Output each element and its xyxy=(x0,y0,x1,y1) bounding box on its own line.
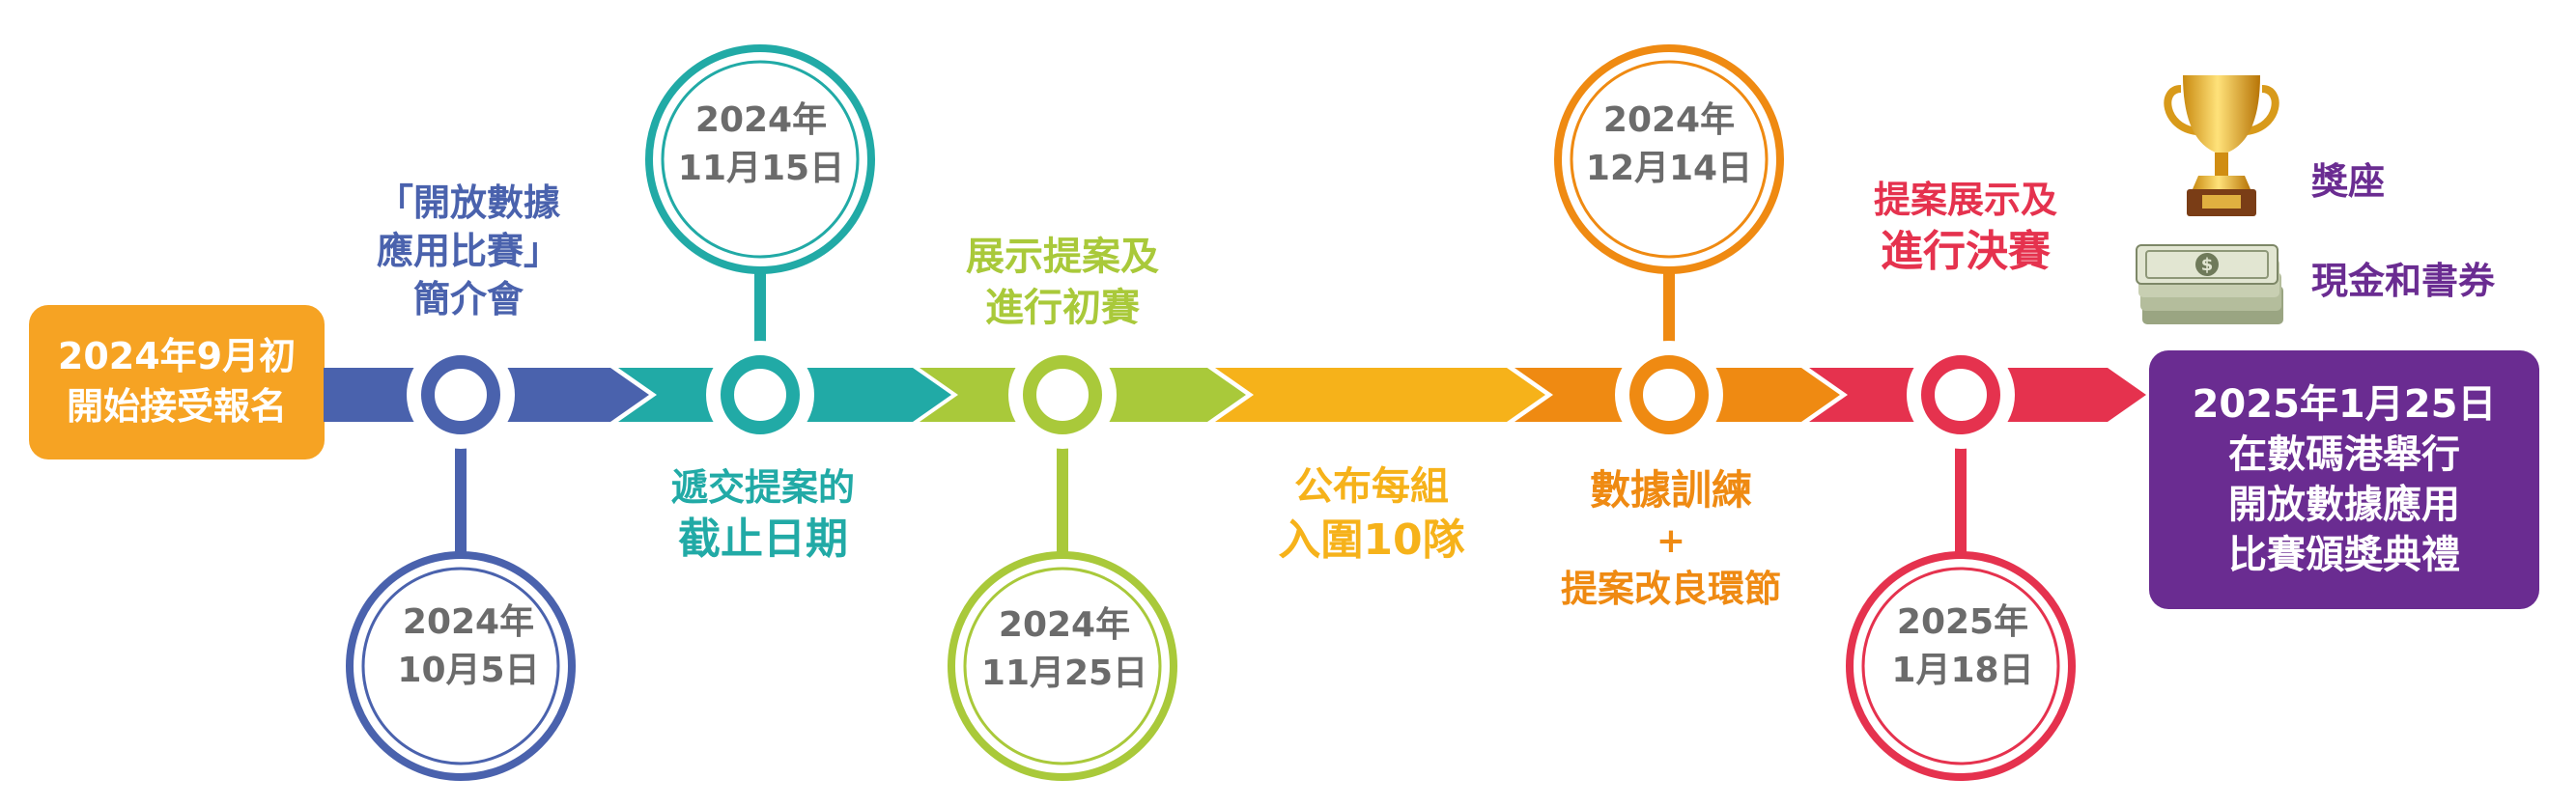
cash-stack-icon: $ xyxy=(2136,244,2283,324)
milestone-5-date-year: 2025年 xyxy=(1896,602,2029,642)
milestone-1-label-line-1: 「開放數據 xyxy=(376,181,560,224)
start-box-line-2: 開始接受報名 xyxy=(66,385,287,428)
milestone-1-date-year: 2024年 xyxy=(402,602,535,642)
milestone-4-node xyxy=(1629,355,1709,434)
milestone-4-date-year: 2024年 xyxy=(1602,100,1736,140)
milestone-3-node xyxy=(1023,355,1102,434)
milestone-5-date: 2025年 1月18日 xyxy=(1856,598,2069,694)
milestone-1-label-line-3: 簡介會 xyxy=(412,278,524,321)
milestone-4-date: 2024年 12月14日 xyxy=(1563,97,1775,192)
milestone-5-date-ring-inner xyxy=(1861,567,2060,765)
milestone-3-date: 2024年 11月25日 xyxy=(958,601,1171,697)
trophy-icon xyxy=(2164,75,2279,216)
end-box-background xyxy=(2149,350,2539,609)
milestone-3-label-line-1: 展示提案及 xyxy=(966,235,1159,279)
milestone-1-date-ring-outer xyxy=(346,551,576,781)
milestone-4-label: 數據訓練 + 提案改良環節 xyxy=(1531,463,1811,615)
milestone-5-label-line-1: 提案展示及 xyxy=(1873,179,2057,221)
milestone-2-date-ring-inner xyxy=(661,60,860,259)
milestone-2-date-year: 2024年 xyxy=(694,100,828,140)
milestone-3-date-year: 2024年 xyxy=(998,605,1131,645)
milestone-4-date-ring-outer xyxy=(1554,44,1784,274)
shortlist-label-line-2: 入圍10隊 xyxy=(1278,515,1465,565)
milestone-2-label-line-2: 截止日期 xyxy=(678,515,848,565)
milestone-5-label-line-2: 進行決賽 xyxy=(1881,227,2051,277)
end-box-line-2: 在數碼港舉行 xyxy=(2228,432,2460,477)
milestone-5-date-ring-outer xyxy=(1846,551,2076,781)
milestone-4-label-line-3: 提案改良環節 xyxy=(1560,568,1781,611)
milestone-5-date-day: 1月18日 xyxy=(1891,650,2034,690)
milestone-2-label-line-1: 遞交提案的 xyxy=(670,466,855,509)
end-box-line-4: 比賽頒獎典禮 xyxy=(2228,533,2460,577)
milestone-3-date-ring-outer xyxy=(948,551,1177,781)
start-box: 2024年9月初 開始接受報名 xyxy=(29,305,325,459)
award-2-label: 現金和書券 xyxy=(2311,260,2496,302)
end-box: 2025年1月25日 在數碼港舉行 開放數據應用 比賽頒獎典禮 xyxy=(2149,350,2539,609)
milestone-5-label: 提案展示及 進行決賽 xyxy=(1835,176,2096,280)
milestone-1-date-ring-inner xyxy=(361,567,560,765)
milestone-4-date-ring-inner xyxy=(1570,60,1769,259)
milestone-1-label: 「開放數據 應用比賽」 簡介會 xyxy=(357,179,580,323)
shortlist-announcement-label: 公布每組 入圍10隊 xyxy=(1246,461,1497,569)
milestone-5-node xyxy=(1921,355,2000,434)
milestone-4-date-day: 12月14日 xyxy=(1585,148,1753,188)
start-box-background xyxy=(29,305,325,459)
milestone-3-date-ring-inner xyxy=(963,567,1162,765)
milestone-3-label: 展示提案及 進行初賽 xyxy=(927,232,1198,334)
milestone-3-date-day: 11月25日 xyxy=(980,653,1148,693)
end-box-line-1: 2025年1月25日 xyxy=(2192,382,2497,427)
end-box-line-3: 開放數據應用 xyxy=(2228,483,2460,527)
svg-text:$: $ xyxy=(2201,255,2214,275)
milestone-2-date-ring-outer xyxy=(645,44,875,274)
milestone-3-label-line-2: 進行初賽 xyxy=(985,285,1140,330)
milestone-1-label-line-2: 應用比賽」 xyxy=(376,230,560,273)
milestone-2-node xyxy=(721,355,800,434)
milestone-2-date: 2024年 11月15日 xyxy=(655,97,867,192)
arrow-segment-yellow xyxy=(1215,368,1545,422)
milestone-1-date: 2024年 10月5日 xyxy=(362,598,575,694)
milestone-1-date-day: 10月5日 xyxy=(397,650,540,690)
start-box-line-1: 2024年9月初 xyxy=(57,335,297,378)
milestone-2-label: 遞交提案的 截止日期 xyxy=(618,463,908,568)
milestone-4-label-line-2: + xyxy=(1656,520,1686,561)
milestone-2-date-day: 11月15日 xyxy=(677,148,845,188)
milestone-1-node xyxy=(421,355,500,434)
award-1-label: 獎座 xyxy=(2311,160,2386,203)
milestone-4-label-line-1: 數據訓練 xyxy=(1589,466,1752,514)
shortlist-label-line-1: 公布每組 xyxy=(1294,464,1449,509)
